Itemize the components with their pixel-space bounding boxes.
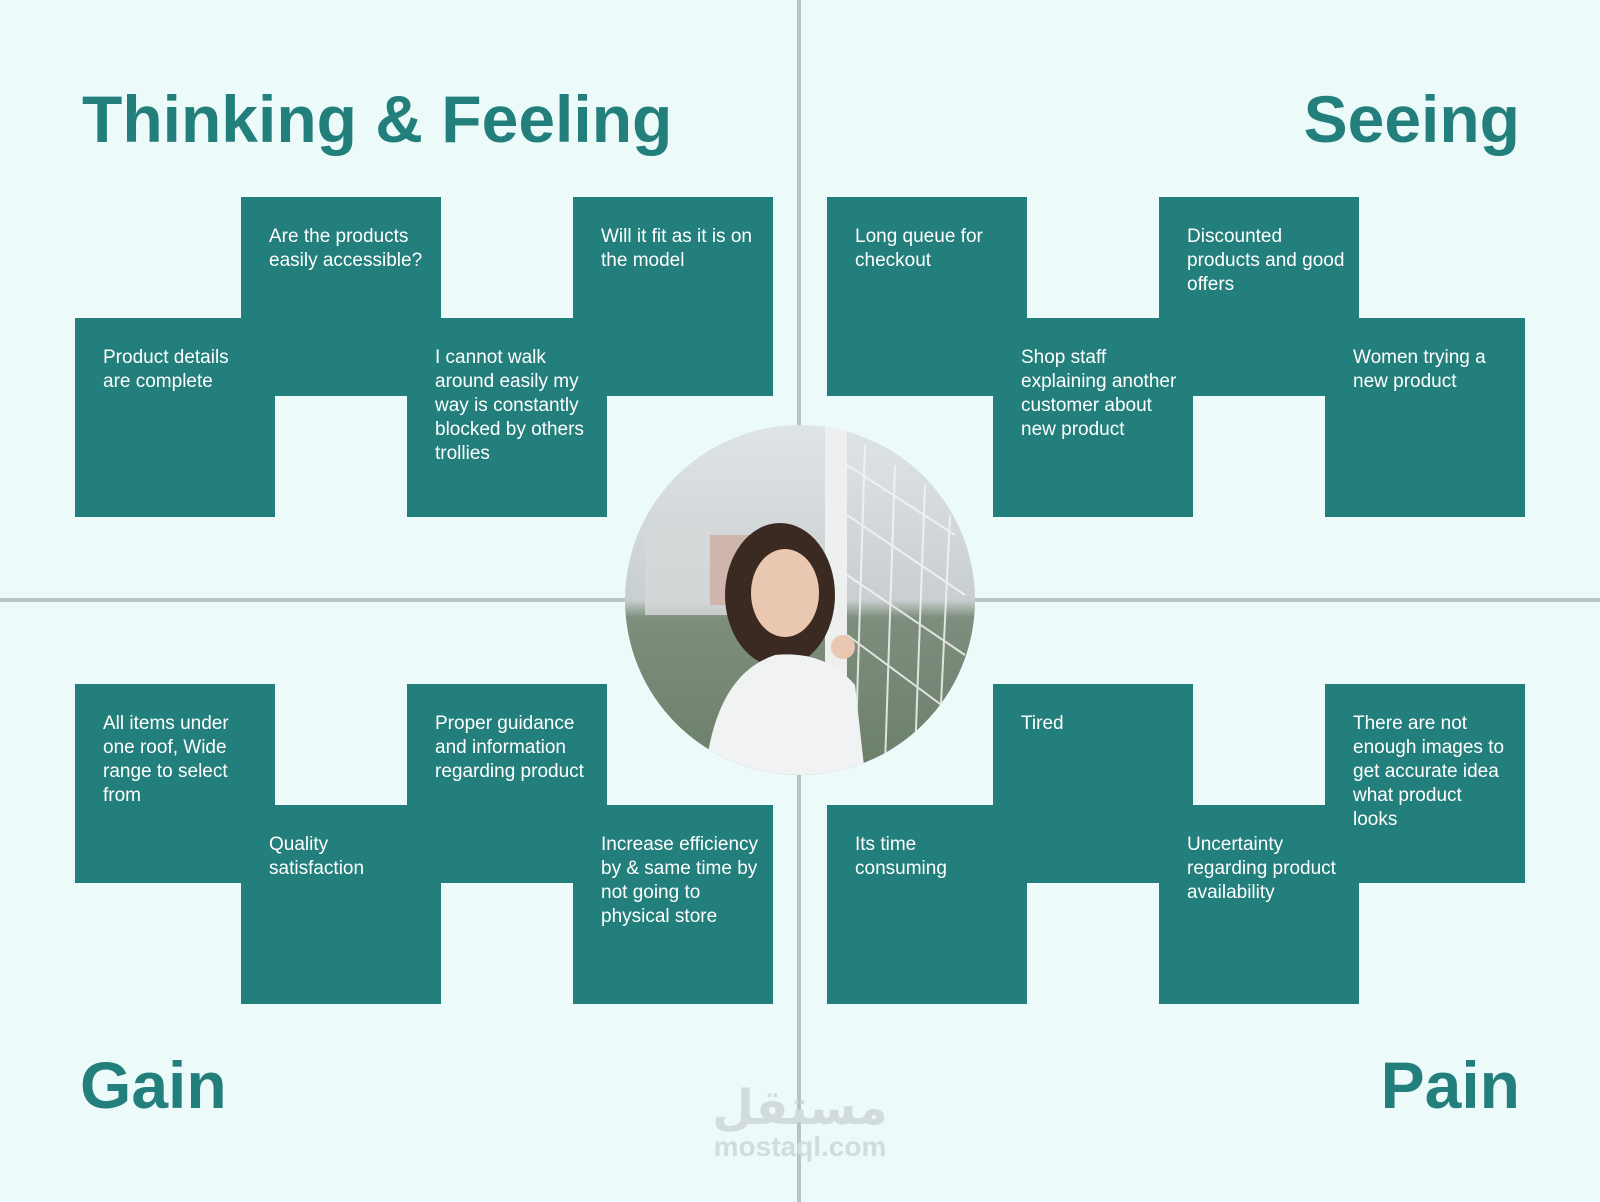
card-text: There are not enough images to get accur… — [1353, 713, 1505, 830]
gain-card: Quality satisfaction — [241, 805, 441, 1004]
thinking-card: Product details are complete — [75, 318, 275, 517]
pain-card: There are not enough images to get accur… — [1325, 684, 1525, 883]
card-text: Quality satisfaction — [269, 834, 365, 879]
card-text: Are the products easily accessible? — [269, 226, 423, 271]
card-text: Uncertainty regarding product availabili… — [1187, 834, 1336, 903]
title-pain: Pain — [1380, 1048, 1520, 1122]
gain-card: Increase efficiency by & same time by no… — [573, 805, 773, 1004]
card-text: Women trying a new product — [1353, 347, 1486, 392]
watermark-latin: mostaql.com — [713, 1131, 887, 1162]
pain-card: Uncertainty regarding product availabili… — [1159, 805, 1359, 1004]
pain-card: Its time consuming — [827, 805, 1027, 1004]
card-text: Discounted products and good offers — [1187, 226, 1345, 295]
title-thinking-feeling: Thinking & Feeling — [82, 82, 673, 156]
seeing-card: Shop staff explaining another customer a… — [993, 318, 1193, 517]
seeing-card: Women trying a new product — [1325, 318, 1525, 517]
card-text: Will it fit as it is on the model — [601, 226, 752, 271]
gain-card: Proper guidance and information regardin… — [407, 684, 607, 883]
thinking-card: Are the products easily accessible? — [241, 197, 441, 396]
persona-photo — [625, 425, 975, 775]
card-text: Its time consuming — [855, 834, 947, 879]
card-text: All items under one roof, Wide range to … — [103, 713, 229, 806]
card-text: Tired — [1021, 713, 1064, 734]
mostaql-watermark: مستقل mostaql.com — [700, 1085, 900, 1161]
thinking-card: Will it fit as it is on the model — [573, 197, 773, 396]
card-text: Product details are complete — [103, 347, 229, 392]
card-text: Long queue for checkout — [855, 226, 983, 271]
card-text: Shop staff explaining another customer a… — [1021, 347, 1177, 440]
title-gain: Gain — [80, 1048, 227, 1122]
card-text: Increase efficiency by & same time by no… — [601, 834, 759, 927]
watermark-arabic: مستقل — [712, 1082, 888, 1135]
card-text: I cannot walk around easily my way is co… — [435, 347, 584, 464]
card-text: Proper guidance and information regardin… — [435, 713, 584, 782]
title-seeing: Seeing — [1303, 82, 1520, 156]
thinking-card: I cannot walk around easily my way is co… — [407, 318, 607, 517]
